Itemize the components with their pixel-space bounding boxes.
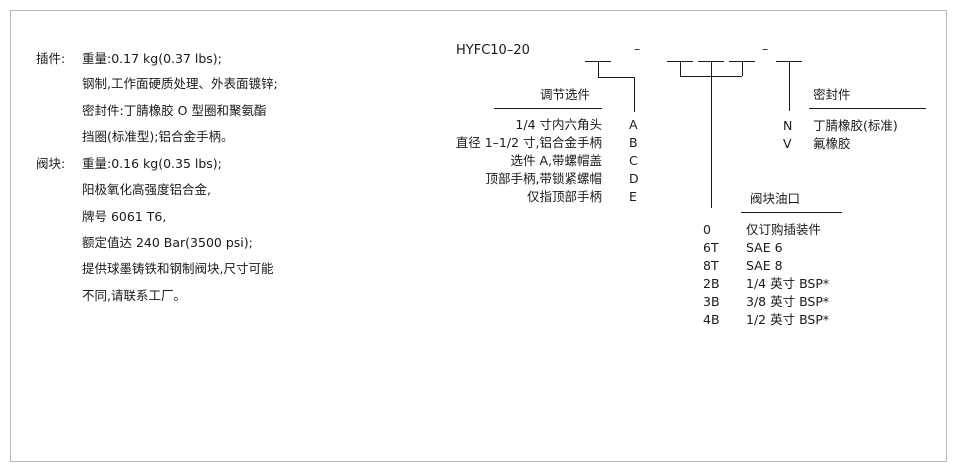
document-frame [10,10,947,462]
material-line: 密封件:丁腈橡胶 O 型圈和聚氨酯 [82,103,267,118]
port-option-desc: SAE 6 [746,240,783,255]
port-option-code: 2B [703,276,720,291]
material-label: 插件: [36,51,66,66]
block-line: 重量:0.16 kg(0.35 lbs); [82,156,222,171]
adjust-option-code: E [629,189,637,204]
seal-option-desc: 丁腈橡胶(标准) [813,118,898,133]
adjust-option-desc: 顶部手柄,带锁紧螺帽 [485,171,602,186]
block-line: 阳极氧化高强度铝合金, [82,182,211,197]
adjust-option-code: A [629,117,638,132]
material-line: 钢制,工作面硬质处理、外表面镀锌; [82,76,278,91]
seal-option-code: N [783,118,793,133]
port-option-desc: 1/2 英寸 BSP* [746,312,830,327]
port-option-code: 4B [703,312,720,327]
adjust-option-desc: 直径 1–1/2 寸,铝合金手柄 [455,135,602,150]
seal-underline [809,108,926,109]
connector-seal [789,61,790,111]
block-line: 额定值达 240 Bar(3500 psi); [82,235,253,250]
adjust-option-code: B [629,135,638,150]
material-line: 重量:0.17 kg(0.37 lbs); [82,51,222,66]
adjust-option-code: D [629,171,639,186]
adjust-option-desc: 选件 A,带螺帽盖 [510,153,603,168]
port-option-desc: 3/8 英寸 BSP* [746,294,830,309]
material-line: 挡圈(标准型);铝合金手柄。 [82,129,234,144]
model-dash: – [762,41,769,56]
seal-option-desc: 氟橡胶 [813,136,851,151]
port-option-desc: 仅订购插装件 [746,222,822,237]
port-option-code: 3B [703,294,720,309]
seal-title: 密封件 [813,87,851,102]
port-option-desc: SAE 8 [746,258,783,273]
connector-port [742,61,743,76]
adjust-option-code: C [629,153,638,168]
model-code: HYFC10–20 [456,43,530,58]
block-line: 不同,请联系工厂。 [82,288,186,303]
connector-port [711,61,712,208]
block-line: 提供球墨铸铁和钢制阀块,尺寸可能 [82,261,274,276]
connector-adjust [598,61,599,77]
port-option-code: 0 [703,222,711,237]
port-option-code: 6T [703,240,719,255]
adjust-title: 调节选件 [540,87,591,102]
connector-port [680,61,681,76]
connector-adjust [598,77,635,78]
ports-underline [741,212,842,213]
block-line: 牌号 6061 T6, [82,209,167,224]
port-option-desc: 1/4 英寸 BSP* [746,276,830,291]
model-dash: – [634,41,641,56]
connector-adjust [634,77,635,112]
seal-option-code: V [783,136,792,151]
block-label: 阀块: [36,156,66,171]
adjust-option-desc: 1/4 寸内六角头 [515,117,602,132]
adjust-option-desc: 仅指顶部手柄 [526,189,602,204]
port-option-code: 8T [703,258,719,273]
adjust-underline [494,108,602,109]
ports-title: 阀块油口 [750,191,801,206]
